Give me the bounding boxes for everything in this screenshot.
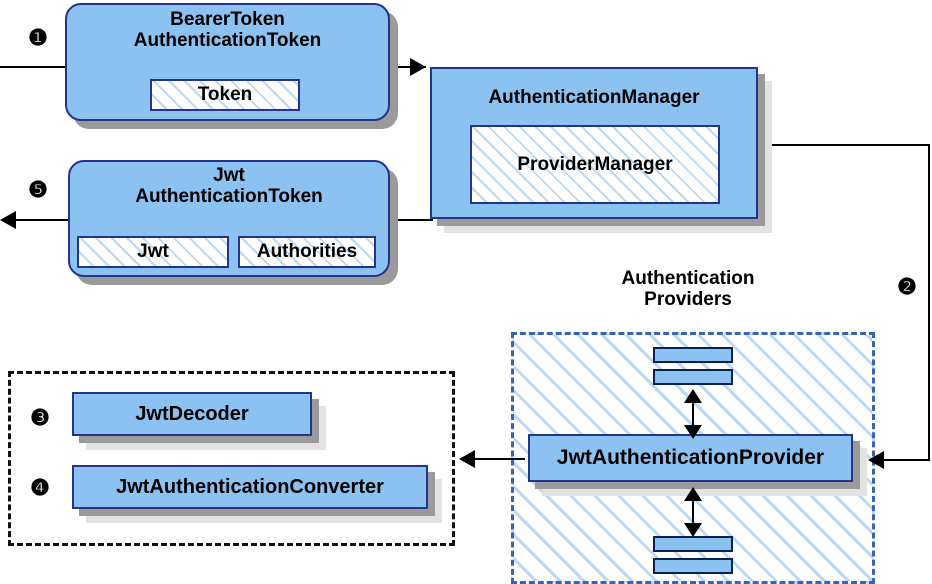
arrowhead-provider-link-top-down [684,425,702,439]
arrowhead-provider-link-bottom-up [684,487,702,501]
arrowhead-response-out [0,211,16,229]
jwt-token-slot-jwt[interactable]: Jwt [77,236,229,268]
group-jwt-support-components [8,371,455,546]
connector-response-out [14,219,72,221]
badge-step-3: ❸ [30,405,50,430]
connector-manager-down [928,144,930,460]
arrowhead-provider-link-bottom-down [684,523,702,537]
provider-link-top [692,392,694,432]
providers-group-label: Authentication Providers [511,268,865,311]
node-jwt-authentication-provider[interactable]: JwtAuthenticationProvider [528,434,853,482]
connector-manager-right [757,144,930,146]
connector-bearer-to-manager [388,66,426,68]
node-jwt-decoder[interactable]: JwtDecoder [72,392,312,436]
badge-step-4: ❹ [30,475,50,500]
providers-group-label-line2: Providers [644,289,732,311]
provider-stub-top-bar-2 [653,369,733,385]
provider-stub-bottom-bar-2 [653,558,733,574]
connector-into-provider [872,459,930,461]
provider-stub-top-bar-1 [653,347,733,363]
node-jwt-authentication-converter[interactable]: JwtAuthenticationConverter [72,465,428,509]
connector-request-in [0,66,70,68]
badge-step-1: ❶ [28,25,48,50]
arrowhead-bearer-to-manager [410,58,426,76]
badge-step-5: ❺ [28,177,48,202]
connector-manager-to-jwt-token [388,219,433,221]
arrowhead-provider-to-tools [459,450,475,468]
arrowhead-provider-link-top-up [684,389,702,403]
arrowhead-into-provider [868,451,884,469]
provider-link-bottom [692,490,694,530]
provider-stub-bottom-bar-1 [653,536,733,552]
badge-step-2: ❷ [897,274,917,299]
authentication-manager-slot-provider-manager[interactable]: ProviderManager [470,125,720,204]
jwt-token-slot-authorities[interactable]: Authorities [238,236,376,268]
bearer-token-slot-token[interactable]: Token [150,79,300,111]
node-jwt-authentication-token[interactable] [68,160,390,277]
providers-group-label-line1: Authentication [621,268,755,289]
connector-provider-to-tools [475,458,525,460]
